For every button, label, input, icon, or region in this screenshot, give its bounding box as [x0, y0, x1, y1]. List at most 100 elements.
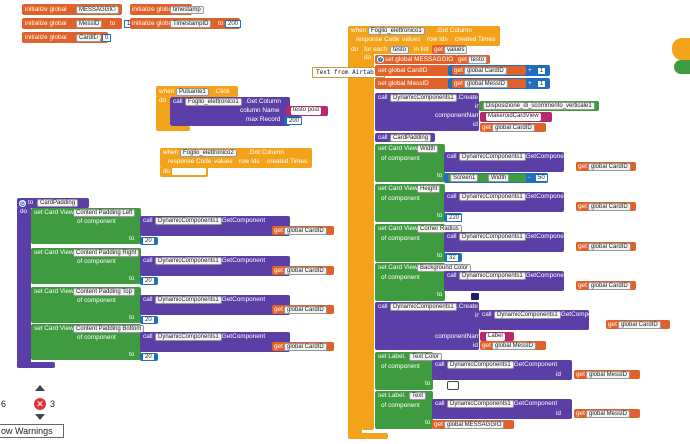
set-global-messaggio[interactable]: ? set global MESSAGGIO — [375, 55, 457, 64]
number-field[interactable]: 200 — [286, 116, 303, 125]
global-name-field[interactable]: MessID — [76, 19, 103, 28]
number-field[interactable]: 1 — [537, 66, 547, 75]
call-cardpadding[interactable]: call CardPadding — [375, 133, 435, 142]
var-dropdown[interactable]: global CardID — [588, 202, 631, 211]
var-dropdown[interactable]: global CardID — [464, 66, 507, 75]
math-add-cardid[interactable]: get global CardID + 1 — [448, 65, 550, 76]
component-dropdown[interactable]: DynamicComponents1 — [459, 232, 526, 241]
get-global-cardid[interactable]: get global CardID — [452, 66, 526, 75]
get-global-cardid[interactable]: get global CardID — [480, 123, 546, 132]
component-dropdown[interactable]: DynamicComponents1 — [447, 399, 514, 408]
component-dropdown[interactable]: DynamicComponents1 — [155, 332, 222, 341]
global-init-cardid[interactable]: initialize global CardID to 0 — [22, 32, 112, 43]
event-foglio1-gotcolumn[interactable]: when Foglio_elettronico1 .Got Column res… — [348, 26, 500, 46]
number-block[interactable]: 20 — [140, 353, 158, 361]
loop-var-field[interactable]: testo — [390, 45, 410, 54]
event-foglio2-gotcolumn[interactable]: when Foglio_elettronico2 .Got Column res… — [160, 148, 312, 168]
var-dropdown[interactable]: global CardID — [284, 226, 327, 235]
text-field[interactable]: testo post — [291, 107, 322, 115]
property-dropdown[interactable]: Content Padding Left — [73, 209, 136, 217]
property-dropdown[interactable]: Text Color — [409, 353, 443, 361]
get-global-cardid[interactable]: get global CardID — [606, 320, 670, 329]
component-dropdown[interactable]: DynamicComponents1 — [155, 216, 222, 225]
component-dropdown[interactable]: Foglio_elettronico1 — [185, 97, 242, 106]
component-dropdown[interactable]: DynamicComponents1 — [459, 192, 526, 201]
property-dropdown[interactable]: Content Padding Top — [73, 288, 135, 296]
global-name-field[interactable]: timestamp — [170, 5, 204, 14]
component-dropdown[interactable]: DynamicComponents1 — [155, 256, 222, 265]
var-dropdown[interactable]: global CardID — [588, 281, 631, 290]
global-init-messid[interactable]: initialize global MessID to 100 — [22, 18, 141, 29]
var-dropdown[interactable]: global CardID — [588, 162, 631, 171]
property-dropdown[interactable]: Height — [417, 185, 441, 193]
global-init-timestamp[interactable]: initialize global timestamp — [130, 4, 204, 15]
call-get-column[interactable]: call Foglio_elettronico1 .Get Column col… — [170, 97, 290, 126]
empty-do-slot[interactable] — [172, 168, 206, 175]
number-field[interactable]: 20 — [142, 353, 155, 361]
number-field[interactable]: 0 — [102, 33, 112, 42]
get-testo[interactable]: get testo — [456, 55, 490, 64]
math-add-messid[interactable]: get global MessID + 1 — [448, 78, 550, 89]
var-dropdown[interactable]: global CardID — [618, 320, 661, 329]
var-dropdown[interactable]: global MESSAGGIO — [444, 420, 505, 429]
component-dropdown[interactable]: DynamicComponents1 — [390, 302, 457, 311]
question-icon[interactable]: ? — [377, 56, 384, 63]
number-field[interactable]: 20 — [142, 237, 155, 245]
var-dropdown[interactable]: global MessID — [464, 79, 509, 88]
property-dropdown[interactable]: Width — [488, 174, 510, 182]
get-global-messid[interactable]: get global MessID — [480, 341, 546, 350]
chevron-up-icon[interactable] — [35, 385, 45, 391]
set-global-messid[interactable]: set global MessID — [375, 78, 449, 89]
property-dropdown[interactable]: Text — [409, 392, 427, 400]
color-swatch[interactable] — [470, 292, 480, 301]
property-dropdown[interactable]: Width — [417, 145, 439, 153]
number-block[interactable]: 20 — [140, 316, 158, 324]
component-dropdown[interactable]: Screen1 — [450, 174, 479, 182]
number-field[interactable]: 20 — [142, 316, 155, 324]
component-disposizione[interactable]: Disposizione_di_scorrimento_verticale1 — [479, 101, 599, 111]
var-dropdown[interactable]: global CardID — [588, 242, 631, 251]
procedure-cardpadding[interactable]: ⚙ to CardPadding — [17, 198, 89, 208]
global-name-field[interactable]: CardID — [76, 33, 102, 42]
call-create-card[interactable]: call DynamicComponents1 .Create in compo… — [375, 93, 484, 131]
event-pulsante-click[interactable]: when Pulsante1 .Click — [156, 86, 238, 97]
component-dropdown[interactable]: Foglio_elettronico2 — [180, 148, 237, 157]
text-label[interactable]: Label — [480, 332, 514, 341]
component-dropdown[interactable]: Pulsante1 — [176, 87, 209, 96]
component-dropdown[interactable]: DynamicComponents1 — [447, 360, 514, 369]
get-global-messid[interactable]: get global MessID — [452, 79, 526, 88]
number-block[interactable]: 20 — [140, 277, 158, 285]
var-dropdown[interactable]: global CardID — [492, 123, 535, 132]
component-dropdown[interactable]: DynamicComponents1 — [459, 152, 526, 161]
call-create-label[interactable]: call DynamicComponents1 .Create in compo… — [375, 302, 484, 350]
component-dropdown[interactable]: DynamicComponents1 — [155, 295, 222, 304]
number-field[interactable]: 50 — [535, 174, 548, 182]
number-block[interactable]: 220 — [444, 213, 463, 222]
screen-width-getter[interactable]: Screen1 Width — [448, 174, 526, 182]
number-field[interactable]: 220 — [446, 213, 463, 222]
number-block[interactable]: 32 — [444, 253, 462, 262]
property-dropdown[interactable]: Content Padding Bottom — [73, 325, 145, 333]
